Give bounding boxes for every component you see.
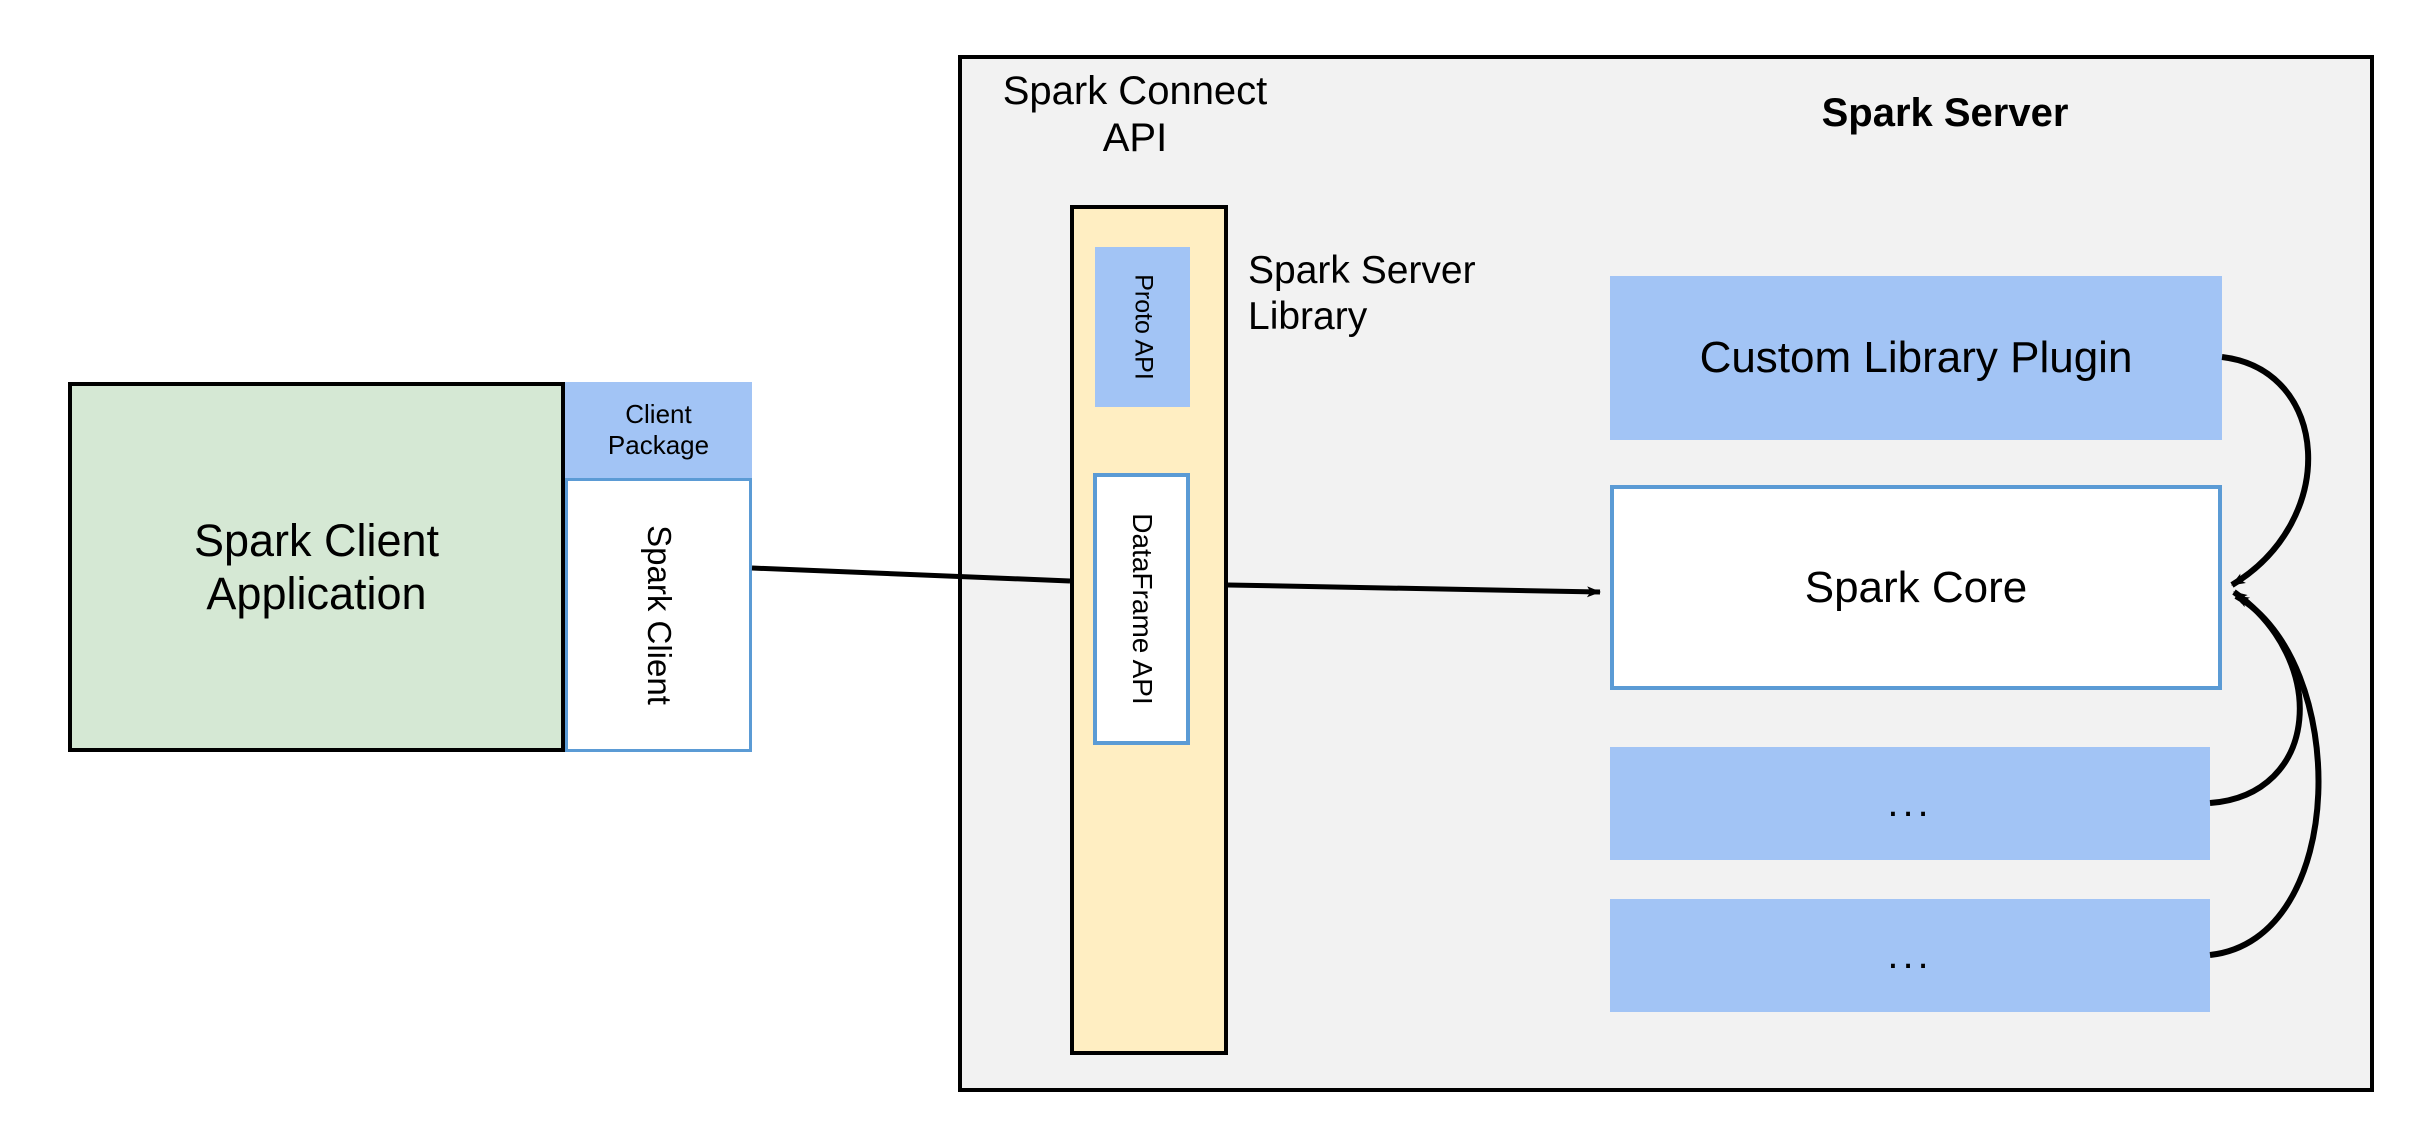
spark-core-label: Spark Core: [1804, 562, 2028, 612]
spark-server-library-label: Spark Server Library: [1248, 249, 1476, 339]
server-component-ellipsis-1[interactable]: ...: [1610, 747, 2210, 860]
spark-client-application-box[interactable]: Spark Client Application: [68, 382, 565, 752]
spark-server-title: Spark Server: [1821, 91, 2069, 136]
spark-core-box[interactable]: Spark Core: [1610, 485, 2222, 690]
proto-api-label: Proto API: [1129, 274, 1157, 380]
ellipsis-label-2: ...: [1887, 932, 1933, 977]
client-package-label: Client Package: [607, 399, 710, 460]
client-package-box[interactable]: Client Package: [565, 382, 752, 478]
proto-api-box[interactable]: Proto API: [1095, 247, 1190, 407]
spark-connect-api-label: Spark Connect API: [1002, 69, 1268, 161]
dataframe-api-label: DataFrame API: [1126, 513, 1158, 705]
spark-client-label: Spark Client: [640, 525, 678, 705]
ellipsis-label-1: ...: [1887, 780, 1933, 825]
spark-client-box[interactable]: Spark Client: [565, 478, 752, 752]
server-component-ellipsis-2[interactable]: ...: [1610, 899, 2210, 1012]
custom-library-plugin-label: Custom Library Plugin: [1699, 333, 2133, 383]
dataframe-api-box[interactable]: DataFrame API: [1093, 473, 1190, 745]
custom-library-plugin-box[interactable]: Custom Library Plugin: [1610, 276, 2222, 440]
spark-client-application-label: Spark Client Application: [193, 514, 440, 619]
